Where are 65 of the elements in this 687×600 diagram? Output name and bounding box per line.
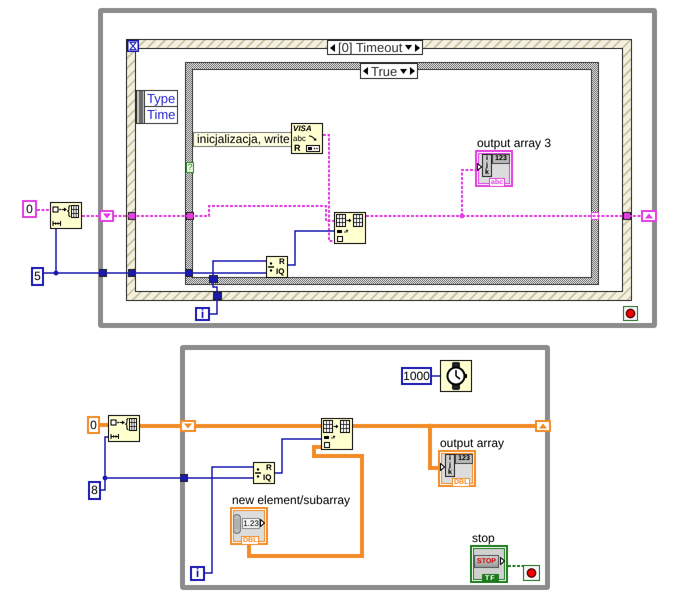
event-data-field: Type (145, 91, 177, 107)
wire (428, 426, 438, 470)
glyph-label: R (279, 257, 285, 266)
wire (100, 423, 108, 427)
case-selector-terminal: ? (186, 162, 194, 173)
numeric-constant: 8 (88, 481, 101, 500)
glyph-label: IQ (276, 267, 284, 276)
indicator-label: output array 3 (476, 136, 552, 150)
case-structure (186, 63, 598, 284)
glyph-label: VISA (293, 124, 312, 133)
shift-register (641, 210, 657, 222)
control-label: new element/subarray (231, 493, 350, 507)
wire (140, 424, 180, 428)
wire (430, 424, 535, 428)
function-block (253, 462, 275, 484)
numeric-constant: 1000 (401, 367, 432, 385)
wire (101, 478, 106, 491)
while-loop (180, 345, 550, 590)
wire (56, 272, 266, 274)
numeric-constant: 0 (87, 416, 100, 434)
wire (288, 230, 334, 266)
indicator-label: output array (439, 436, 504, 450)
wire (275, 438, 321, 474)
string-constant: 0 (22, 200, 37, 218)
shift-register (180, 420, 196, 432)
numeric-display: 1.23 (242, 518, 260, 529)
numeric-constant: 5 (31, 267, 44, 286)
event-data-node (136, 90, 178, 124)
loop-condition-terminal (523, 565, 540, 581)
glyph-label: R (294, 143, 300, 153)
iteration-terminal: i (195, 307, 210, 321)
shift-register (99, 210, 114, 222)
control-label: stop (471, 531, 496, 545)
comment-label: inicjalizacja, write (193, 132, 294, 147)
wire (105, 477, 253, 479)
wire (205, 466, 253, 574)
wire (323, 134, 334, 242)
wire (353, 424, 430, 428)
shift-register (535, 420, 551, 432)
wire (508, 565, 523, 567)
function-block (266, 256, 288, 278)
event-selector: [0] Timeout (327, 40, 424, 55)
wire (210, 260, 266, 315)
iteration-terminal: i (190, 566, 205, 581)
wire (114, 205, 334, 222)
glyph-label: abc (293, 134, 306, 143)
wire (366, 215, 462, 217)
wire (44, 272, 56, 274)
glyph-label: IQ (263, 473, 272, 482)
wire (432, 375, 440, 377)
wire (461, 169, 475, 216)
case-selector: True (360, 63, 418, 79)
wire (196, 424, 321, 428)
loop-condition-terminal (623, 306, 638, 321)
wire (104, 436, 108, 478)
wire (247, 445, 364, 558)
wire (82, 215, 99, 217)
function-block (291, 123, 323, 154)
event-structure (127, 40, 631, 300)
wire (462, 215, 641, 217)
wire (37, 209, 50, 211)
while-loop (98, 8, 657, 328)
glyph-label: R (266, 463, 272, 472)
wire (55, 229, 57, 273)
event-data-field: Time (145, 107, 177, 123)
